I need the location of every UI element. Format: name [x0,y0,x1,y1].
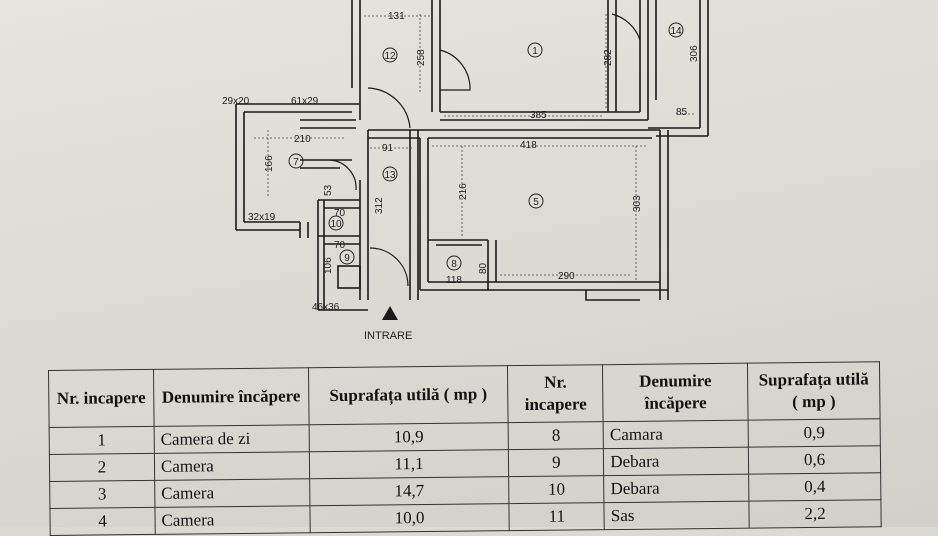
cell-area: 0,6 [748,445,881,475]
dim-29x20: 29x20 [222,96,250,107]
room-number-13: 13 [384,170,396,181]
header-nr-2: Nr. incapere [507,364,604,423]
dim-46x36: 46x36 [312,302,340,313]
room-number-10: 10 [330,219,342,230]
cell-area: 10,0 [309,503,510,533]
entrance-arrow-icon [382,306,398,320]
dim-258: 258 [416,49,427,66]
dim-166: 166 [264,155,275,172]
room-number-14: 14 [670,26,682,37]
dim-418: 418 [520,140,537,151]
cell-nr: 9 [508,448,604,477]
dim-53: 53 [323,184,334,196]
table-header-row: Nr. incapere Denumire încăpere Suprafața… [48,361,881,428]
dim-385: 385 [530,110,547,121]
cell-nr: 4 [49,507,156,536]
dim-106: 106 [323,257,334,274]
dim-80: 80 [478,262,489,274]
cell-name: Camera [154,505,310,535]
dim-210: 210 [294,134,311,145]
room-number-8: 8 [451,259,457,270]
cell-nr: 8 [508,421,604,450]
cell-area: 2,2 [749,499,882,529]
cell-name: Debara [603,474,750,503]
cell-name: Sas [604,501,750,530]
cell-name: Camera [154,451,310,481]
cell-area: 14,7 [309,476,510,506]
cell-area: 0,9 [748,418,881,448]
rooms-table: Nr. incapere Denumire încăpere Suprafața… [48,361,882,536]
room-number-7: 7 [293,157,299,168]
cell-name: Camara [603,420,749,449]
dim-303: 303 [632,195,643,212]
cell-nr: 10 [508,475,605,504]
dim-91: 91 [382,143,394,154]
dim-131: 131 [388,11,405,22]
room-number-12: 12 [384,51,396,62]
dim-85: 85 [676,107,688,118]
cell-name: Camera [154,478,310,508]
cell-area: 11,1 [309,449,509,479]
cell-nr: 1 [49,426,155,455]
cell-name: Camera de zi [154,424,310,454]
header-nr-1: Nr. incapere [48,369,155,428]
header-name-2: Denumire încăpere [602,363,749,422]
room-number-1: 1 [532,46,538,57]
header-name-1: Denumire încăpere [153,367,309,427]
cell-nr: 11 [509,502,605,531]
dim-282: 282 [603,49,614,66]
floor-plan: 131 258 282 306 385 85 91 418 29x20 61x2… [222,0,709,342]
dim-216: 216 [458,183,469,200]
cell-nr: 2 [49,453,155,482]
dim-312: 312 [374,197,385,214]
dim-290: 290 [558,271,575,282]
header-area-2: Suprafața utilă ( mp ) [747,361,881,421]
cell-name: Debara [603,447,749,476]
room-number-9: 9 [344,253,350,264]
dim-118: 118 [446,275,462,286]
dim-70a: 70 [334,208,346,219]
cell-area: 0,4 [748,472,881,502]
cell-nr: 3 [49,480,155,509]
dim-61x29: 61x29 [291,96,319,107]
dim-306: 306 [689,45,700,62]
entrance-label: INTRARE [364,330,412,342]
cell-area: 10,9 [308,422,509,452]
dim-32x19: 32x19 [248,212,276,223]
header-area-1: Suprafața utilă ( mp ) [308,365,509,425]
dim-70b: 70 [334,240,346,251]
room-number-5: 5 [533,197,539,208]
